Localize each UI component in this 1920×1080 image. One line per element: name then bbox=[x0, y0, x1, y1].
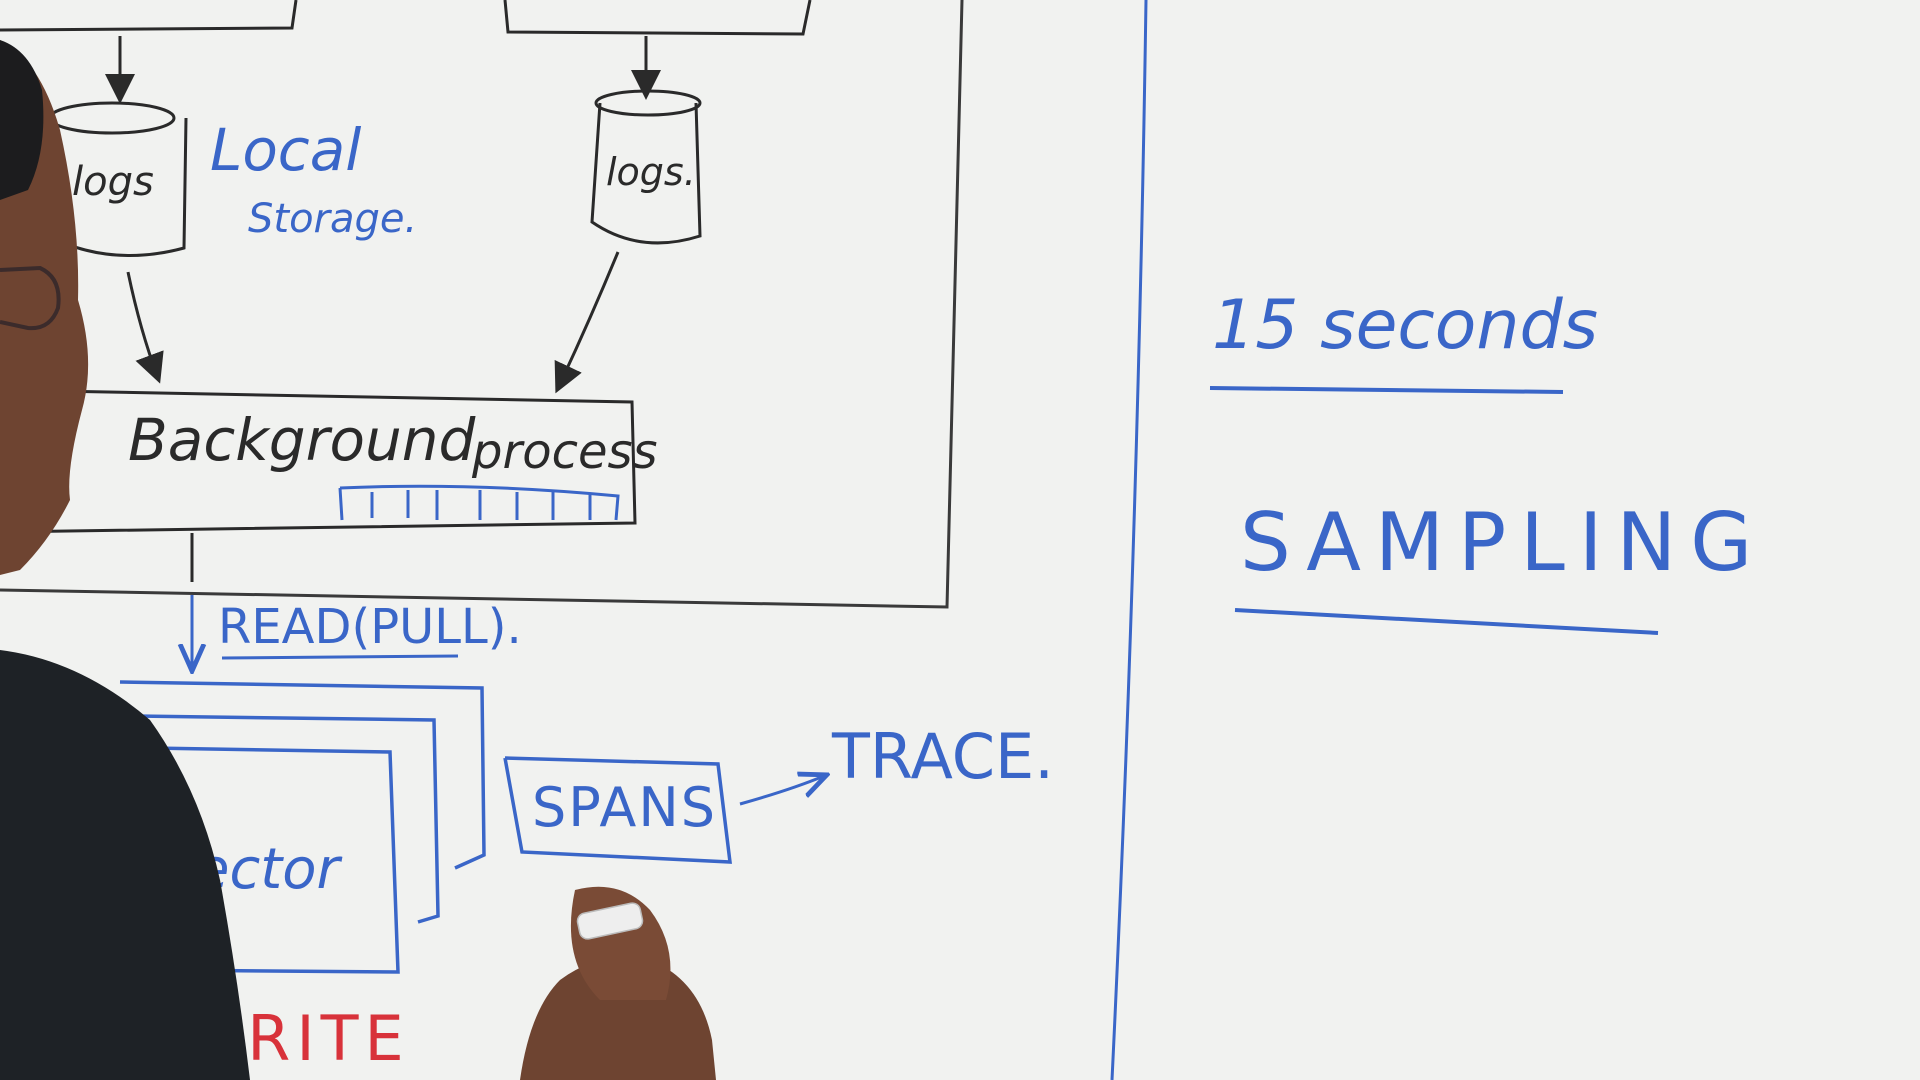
presenter-hair bbox=[0, 40, 44, 200]
sampling-label: SAMPLING bbox=[1240, 496, 1766, 589]
service-box-right bbox=[503, 0, 812, 36]
logs-cylinder-right: logs. bbox=[590, 89, 702, 245]
arrow-logs-left-to-process bbox=[126, 271, 164, 384]
marker-icon bbox=[576, 902, 644, 940]
presenter-silhouette bbox=[0, 40, 716, 1080]
read-pull-underline bbox=[221, 654, 459, 660]
read-pull-label: READ(PULL). bbox=[218, 599, 522, 655]
logs-label-left: logs bbox=[72, 159, 154, 205]
service-box-left bbox=[0, 0, 298, 32]
background-label: Background bbox=[128, 406, 476, 474]
logs-cylinder-left: logs bbox=[44, 101, 188, 258]
process-label: process bbox=[471, 424, 658, 480]
system-boundary-box bbox=[0, 0, 964, 609]
interval-label: 15 seconds bbox=[1212, 286, 1598, 365]
logs-label-right: logs. bbox=[606, 150, 696, 194]
board-divider-line bbox=[1110, 0, 1148, 1080]
queue-buffer bbox=[338, 484, 620, 521]
interval-underline bbox=[1209, 386, 1564, 394]
spans-label: SPANS bbox=[532, 776, 717, 839]
local-storage-label-line1: Local bbox=[210, 116, 361, 184]
trace-label: TRACE. bbox=[831, 720, 1054, 793]
sampling-underline bbox=[1234, 608, 1659, 635]
arrow-logs-right-to-process bbox=[554, 251, 620, 394]
glasses-icon bbox=[0, 265, 61, 331]
spans-box: SPANS bbox=[503, 756, 732, 864]
presenter-shirt bbox=[0, 650, 250, 1080]
background-process-box: Background process bbox=[0, 388, 658, 534]
local-storage-label-line2: Storage. bbox=[248, 196, 417, 242]
spans-to-trace-arrow bbox=[739, 776, 824, 806]
collector-stack bbox=[119, 680, 486, 974]
